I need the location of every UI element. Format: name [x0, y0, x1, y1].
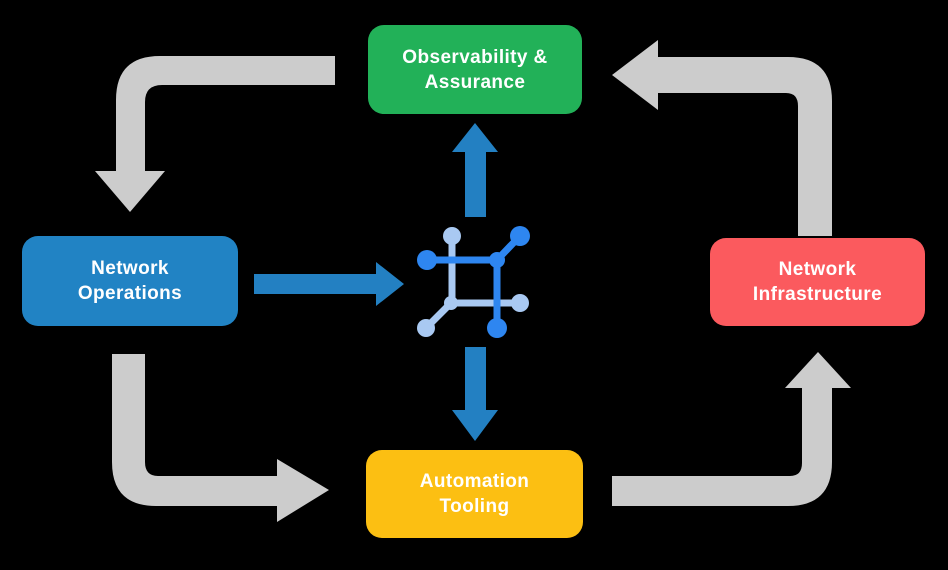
icon-node-bottom — [487, 318, 507, 338]
network-mesh-icon — [417, 226, 530, 338]
node-network-infrastructure: Network Infrastructure — [710, 238, 925, 326]
arrow-center-to-observability — [452, 123, 498, 217]
icon-node-topright — [510, 226, 530, 246]
icon-joint-topright — [489, 252, 505, 268]
arrow-automation-to-infrastructure — [612, 352, 851, 506]
node-network-infrastructure-label: Network Infrastructure — [752, 259, 883, 305]
node-observability-assurance-label: Observability & Assurance — [402, 46, 548, 93]
arrow-infrastructure-to-observability — [612, 40, 832, 236]
node-automation-tooling-label: Automation Tooling — [419, 471, 530, 517]
icon-node-right — [511, 294, 529, 312]
icon-node-bottomleft — [417, 319, 435, 337]
arrow-center-to-automation — [452, 347, 498, 441]
node-network-operations: Network Operations — [22, 236, 238, 326]
arrow-observability-to-operations — [95, 56, 335, 212]
node-observability-assurance: Observability & Assurance — [368, 25, 582, 114]
node-network-operations-label: Network Operations — [77, 258, 183, 304]
arrow-operations-to-automation — [112, 354, 329, 522]
icon-joint-bottomleft — [444, 296, 458, 310]
icon-node-top — [443, 227, 461, 245]
node-automation-tooling: Automation Tooling — [366, 450, 583, 538]
arrow-operations-to-center — [254, 262, 404, 306]
icon-node-left — [417, 250, 437, 270]
